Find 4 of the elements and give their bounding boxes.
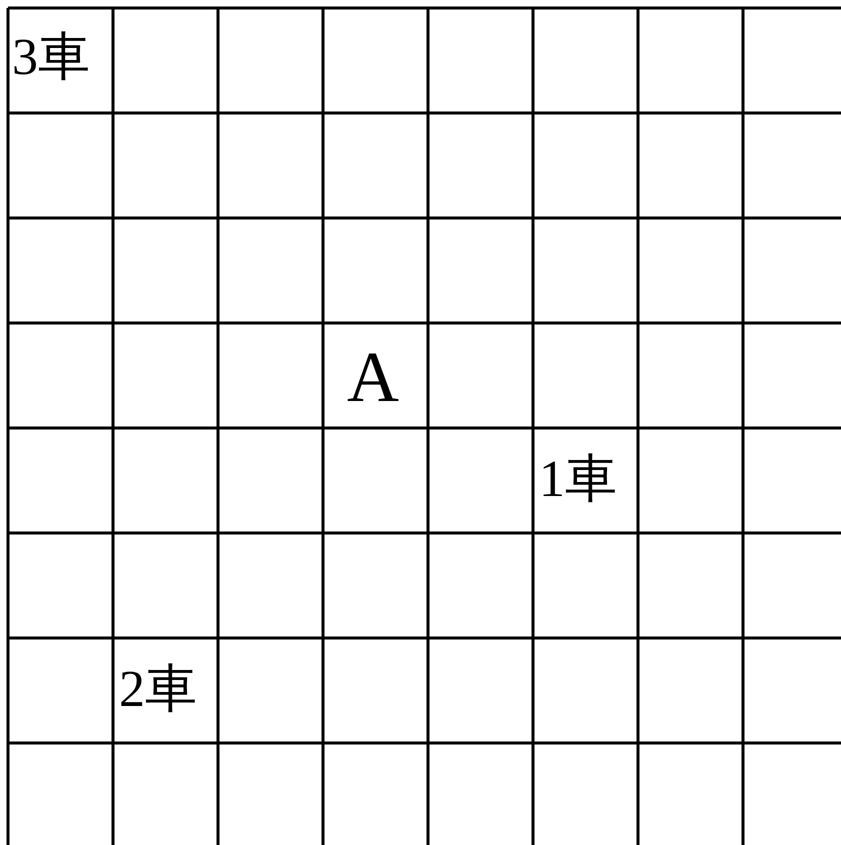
- cell-label: 2車: [119, 664, 197, 716]
- cell-label: 3車: [12, 32, 90, 84]
- cell-label: A: [347, 341, 399, 413]
- cell-label: 1車: [539, 454, 617, 506]
